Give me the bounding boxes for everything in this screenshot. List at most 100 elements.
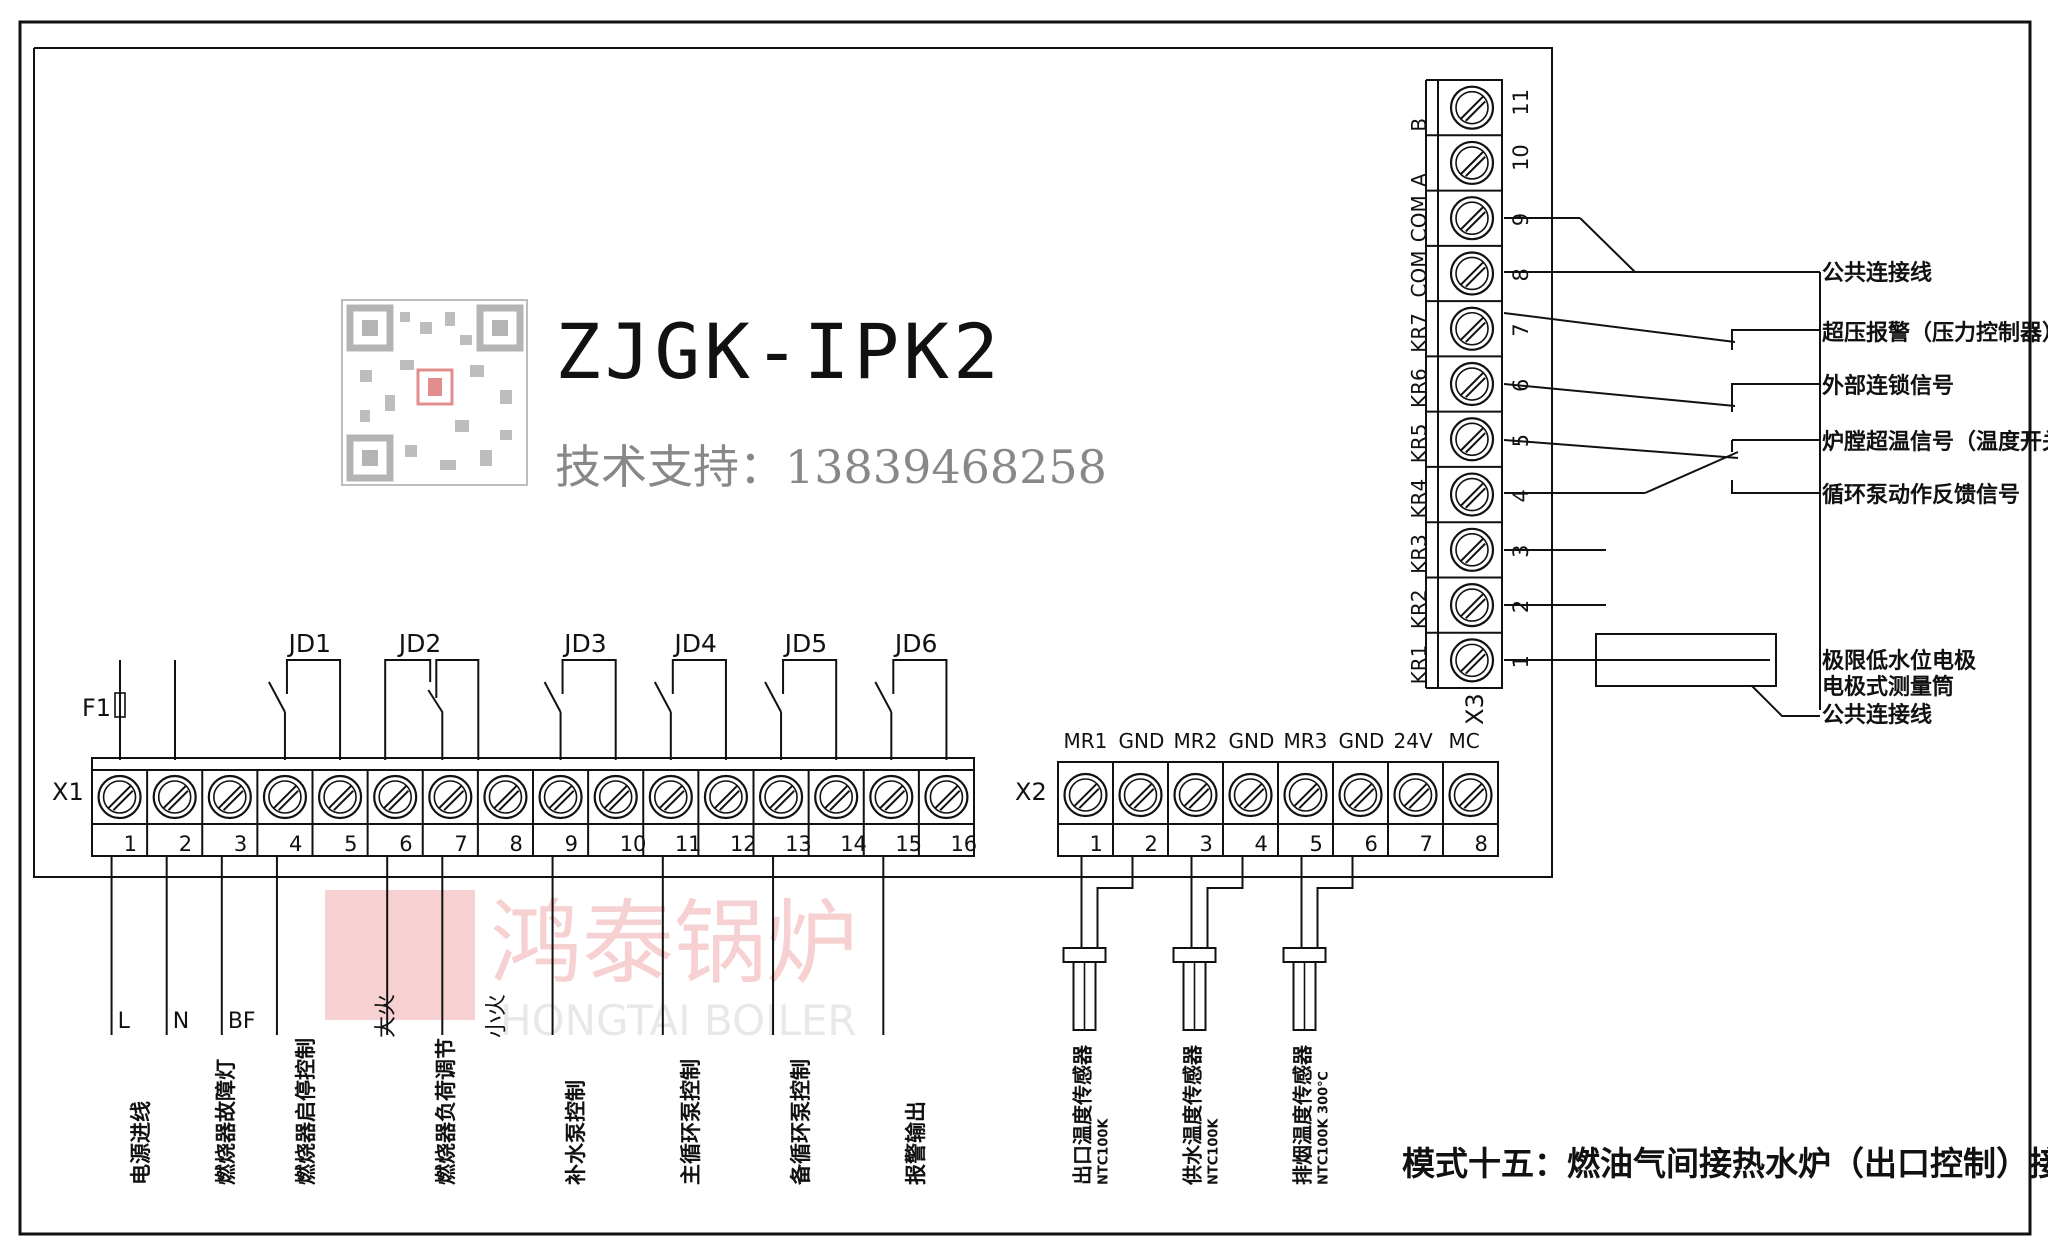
qr-code: [341, 299, 528, 486]
x3-terminal-screw-5: [1449, 417, 1495, 462]
x1-function-label: 补水泵控制: [564, 1080, 588, 1186]
x3-label: X3: [1461, 693, 1489, 725]
x2-terminal-number: 7: [1420, 832, 1433, 856]
watermark: 鸿泰锅炉 HONGTAI BOILER: [325, 890, 858, 1045]
x3-terminal-label: B: [1407, 118, 1431, 132]
relay-jd3: JD3: [543, 629, 617, 760]
x1-terminal-screw-3: [207, 774, 252, 820]
watermark-name: 鸿泰锅炉: [490, 890, 858, 997]
x3-wiring: [1503, 217, 1821, 717]
wire-mark: N: [173, 1009, 189, 1034]
x2-header: GND: [1229, 729, 1275, 753]
x1-terminal-screw-11: [648, 774, 693, 820]
x1-terminal-number: 13: [785, 832, 812, 856]
relay-jd2: JD2: [384, 629, 480, 760]
x1-terminal-screw-4: [262, 774, 308, 820]
x2-terminal-number: 1: [1090, 832, 1103, 856]
watermark-sub: HONGTAI BOILER: [500, 996, 857, 1045]
x2-header: MR1: [1064, 729, 1108, 753]
x1-terminal-number: 6: [399, 832, 412, 856]
relay-jd4: JD4: [653, 629, 727, 760]
x3-terminal-number: 1: [1509, 655, 1533, 668]
x1-terminal-number: 15: [895, 832, 922, 856]
x3-terminal-screw-7: [1449, 306, 1495, 351]
x1-terminal-screw-13: [758, 774, 804, 820]
x3-terminal-label: KR6: [1407, 368, 1431, 408]
x2-terminal-screw-5: [1283, 772, 1328, 818]
sensor-name: 出口温度传感器: [1071, 1044, 1095, 1185]
x3-terminal-number: 9: [1509, 213, 1533, 226]
x1-terminal-number: 14: [840, 832, 867, 856]
x1-terminal-screw-14: [814, 774, 859, 820]
x1-terminal-screw-8: [483, 774, 528, 820]
model-title: ZJGK-IPK2: [555, 307, 1003, 396]
x3-signal-label: 公共连接线: [1822, 260, 1932, 286]
x1-terminal-number: 7: [454, 832, 467, 856]
x1-terminal-number: 3: [234, 832, 247, 856]
svg-text:JD6: JD6: [893, 629, 938, 658]
x2-terminal-screw-7: [1393, 772, 1438, 818]
x2-header: GND: [1339, 729, 1385, 753]
x3-terminal-label: KR3: [1407, 534, 1431, 574]
x1-terminal-number: 4: [289, 832, 302, 856]
x2-header: MC: [1449, 729, 1480, 753]
relay-jd5: JD5: [764, 629, 838, 760]
wire-mark: 大火: [374, 994, 399, 1038]
wire-mark: 小火: [484, 994, 509, 1038]
x3-signal-label: 循环泵动作反馈信号: [1822, 482, 2020, 508]
x2-label: X2: [1015, 778, 1047, 806]
x1-terminal-screw-15: [869, 774, 914, 820]
relay-jd1: JD1: [268, 629, 342, 760]
outer-frame: [18, 20, 2032, 1236]
sensor-name: 供水温度传感器: [1181, 1044, 1205, 1186]
x3-terminal-label: KR5: [1407, 424, 1431, 464]
x1-label: X1: [52, 778, 84, 806]
x1-terminal-screw-10: [593, 774, 638, 820]
svg-text:JD2: JD2: [397, 629, 442, 658]
x1-function-label: 电源进线: [129, 1101, 153, 1185]
x1-terminal-number: 10: [620, 832, 647, 856]
x3-signal-label: 外部连锁信号: [1822, 373, 1954, 399]
x3-signal-label: 炉膛超温信号（温度开关）: [1822, 429, 2048, 455]
x3-signal-label: 公共连接线: [1822, 702, 1932, 728]
x3-terminal-block: [1437, 79, 1503, 689]
x3-terminal-label: A: [1407, 173, 1431, 187]
x3-terminal-screw-6: [1449, 361, 1495, 407]
x1-function-label: 燃烧器负荷调节: [434, 1038, 458, 1185]
x1-terminal-screw-6: [373, 774, 418, 820]
x3-terminal-label: KR2: [1407, 589, 1431, 629]
x1-terminal-screw-9: [538, 774, 583, 820]
x3-terminal-number: 11: [1509, 89, 1533, 116]
x3-terminal-number: 3: [1509, 544, 1533, 557]
x3-terminal-screw-1: [1449, 638, 1495, 683]
x2-terminal-number: 5: [1310, 832, 1323, 856]
wire-mark: L: [118, 1009, 131, 1034]
x3-terminal-number: 10: [1509, 144, 1533, 171]
x1-terminal-screw-7: [428, 774, 473, 820]
x3-terminal-label: KR7: [1407, 313, 1431, 353]
x3-terminal-screw-9: [1449, 196, 1495, 241]
x2-header: MR2: [1174, 729, 1218, 753]
x2-terminal-screw-4: [1228, 772, 1273, 818]
x2-terminal-screw-1: [1063, 772, 1108, 818]
x3-terminal-label: COM: [1407, 251, 1431, 298]
x2-terminal-number: 2: [1145, 832, 1158, 856]
diagram-title: 模式十五：燃油气间接热水炉（出口控制）接线图: [1402, 1144, 2048, 1183]
x1-terminal-screw-1: [97, 774, 142, 820]
x1-terminal-screw-2: [152, 774, 197, 820]
fuse-label: F1: [82, 694, 111, 722]
x3-terminal-screw-11: [1449, 85, 1495, 130]
x1-terminal-screw-12: [703, 774, 749, 820]
x1-terminal-number: 5: [344, 832, 357, 856]
x3-terminal-number: 2: [1509, 600, 1533, 613]
x3-signal-label: 超压报警（压力控制器）: [1822, 320, 2048, 346]
x2-terminal-number: 3: [1200, 832, 1213, 856]
svg-text:JD3: JD3: [562, 629, 607, 658]
x2-header: GND: [1119, 729, 1165, 753]
x3-terminal-screw-10: [1449, 140, 1495, 186]
x1-function-label: 备循环泵控制: [789, 1059, 813, 1186]
x2-header: 24V: [1394, 729, 1433, 753]
